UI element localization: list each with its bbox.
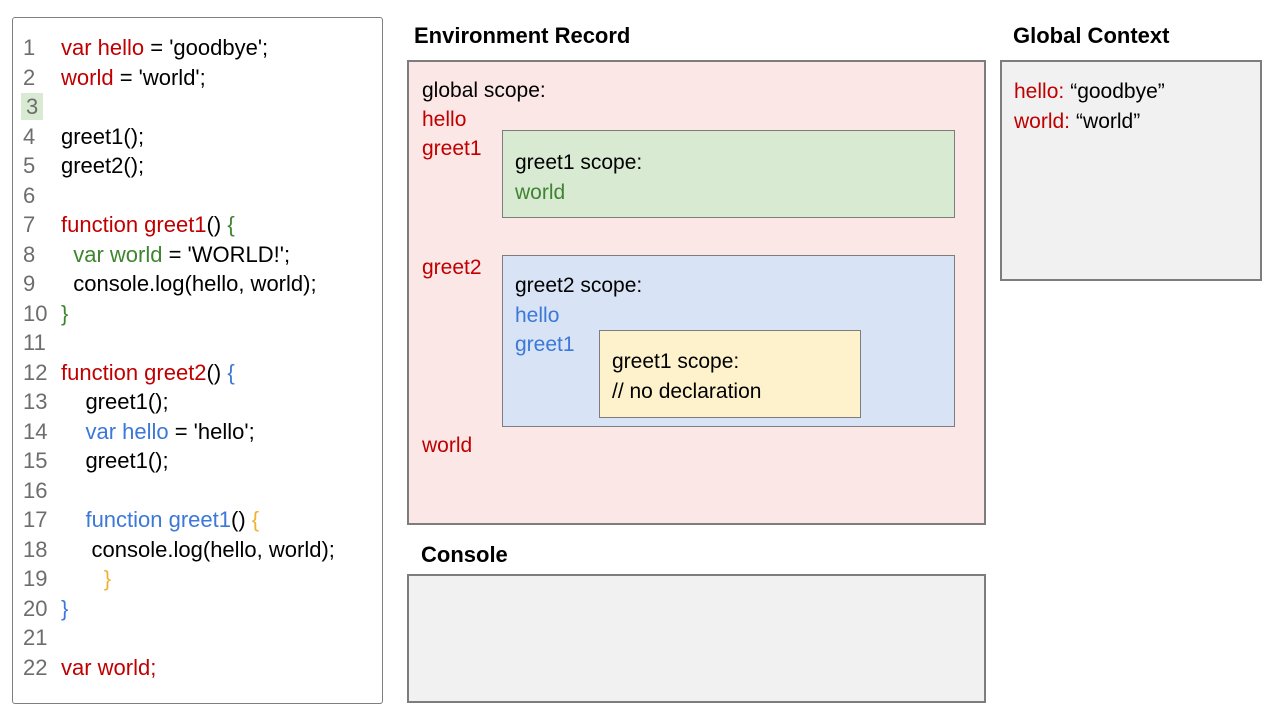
line-number: 22 — [23, 654, 48, 680]
greet2-scope-box: greet2 scope: hello greet1 greet1 scope:… — [502, 255, 955, 427]
code-line: 21 — [13, 623, 382, 653]
code-line: 7 function greet1() { — [13, 210, 382, 240]
code-line: 11 — [13, 328, 382, 358]
global-var-world: world — [422, 434, 473, 457]
line-number: 16 — [23, 477, 48, 503]
code-text: var hello = 'goodbye'; — [61, 35, 269, 60]
line-number: 7 — [23, 212, 36, 237]
inner-greet1-scope-label: greet1 scope: — [612, 350, 740, 373]
console-title: Console — [421, 542, 508, 567]
greet1-scope-var-world: world — [515, 180, 566, 204]
code-line: 12 function greet2() { — [13, 358, 382, 388]
line-number: 21 — [23, 625, 48, 650]
code-line: 8 var world = 'WORLD!'; — [13, 240, 382, 270]
line-number: 14 — [23, 418, 48, 444]
line-number: 19 — [23, 566, 48, 591]
code-line: 14 var hello = 'hello'; — [13, 417, 382, 447]
code-text: greet1(); — [61, 389, 169, 414]
line-number: 4 — [23, 123, 36, 149]
line-number: 1 — [23, 35, 36, 60]
global-context-title: Global Context — [1013, 23, 1170, 48]
code-line: 3 — [13, 92, 382, 122]
global-context-value-world: “world” — [1076, 109, 1141, 133]
code-text: var hello = 'hello'; — [85, 418, 255, 444]
code-text: } — [103, 566, 112, 591]
code-line: 2 world = 'world'; — [13, 63, 382, 93]
environment-record-title: Environment Record — [414, 23, 631, 48]
line-number: 5 — [23, 153, 36, 178]
code-line: 1 var hello = 'goodbye'; — [13, 33, 382, 63]
line-number: 20 — [23, 595, 48, 621]
global-var-hello: hello — [422, 108, 467, 131]
line-number: 18 — [23, 536, 48, 562]
code-line: 13 greet1(); — [13, 387, 382, 417]
code-text: console.log(hello, world); — [61, 271, 317, 296]
global-scope-box: global scope: hello greet1 greet2 world … — [407, 60, 986, 525]
code-line: 15 greet1(); — [13, 446, 382, 476]
global-context-key-hello: hello: — [1014, 80, 1065, 103]
global-context-entry-world: world:“world” — [1014, 107, 1260, 137]
code-text: function greet1() { — [85, 507, 260, 532]
global-context-box: hello:“goodbye” world:“world” — [1000, 60, 1262, 281]
global-var-greet1: greet1 — [422, 137, 482, 160]
global-context-entry-hello: hello:“goodbye” — [1014, 77, 1260, 107]
global-context-value-hello: “goodbye” — [1070, 80, 1165, 103]
inner-greet1-scope-comment: // no declaration — [612, 379, 762, 403]
code-text: } — [61, 300, 69, 326]
global-scope-label: global scope: — [422, 79, 546, 102]
greet2-scope-label: greet2 scope: — [515, 274, 643, 297]
line-number: 13 — [23, 389, 48, 414]
code-text: var world; — [61, 654, 157, 680]
code-text: var world = 'WORLD!'; — [73, 241, 291, 267]
code-line: 22 var world; — [13, 653, 382, 683]
code-text: function greet1() { — [61, 212, 235, 237]
code-line: 16 — [13, 476, 382, 506]
code-line: 17 function greet1() { — [13, 505, 382, 535]
line-number: 3 — [13, 92, 61, 122]
code-line: 6 — [13, 181, 382, 211]
code-text: greet1(); — [61, 448, 169, 473]
code-text: greet1(); — [61, 123, 145, 149]
highlighted-line-number: 3 — [21, 93, 44, 120]
line-number: 8 — [23, 241, 36, 267]
code-line: 4 greet1(); — [13, 122, 382, 152]
line-number: 11 — [23, 330, 46, 355]
greet2-scope-var-greet1: greet1 — [515, 333, 575, 356]
inner-greet1-scope-box: greet1 scope: // no declaration — [599, 330, 861, 418]
code-line: 9 console.log(hello, world); — [13, 269, 382, 299]
code-line: 19 } — [13, 564, 382, 594]
line-number: 6 — [23, 182, 36, 208]
console-output-box — [407, 574, 986, 703]
code-line: 5 greet2(); — [13, 151, 382, 181]
line-number: 15 — [23, 448, 48, 473]
greet1-scope-label: greet1 scope: — [515, 151, 643, 174]
code-line: 20} — [13, 594, 382, 624]
line-number: 10 — [23, 300, 48, 326]
line-number: 17 — [23, 507, 48, 532]
line-number: 9 — [23, 271, 36, 296]
code-line: 10} — [13, 299, 382, 329]
code-text: function greet2() { — [61, 359, 235, 385]
line-number: 12 — [23, 359, 48, 385]
code-editor-panel: 1 var hello = 'goodbye'; 2 world = 'world';… — [12, 17, 383, 704]
code-text: } — [61, 595, 69, 621]
code-text: greet2(); — [61, 153, 145, 178]
line-number: 2 — [23, 64, 36, 90]
global-var-greet2: greet2 — [422, 256, 482, 279]
greet2-scope-var-hello: hello — [515, 303, 560, 327]
code-text: console.log(hello, world); — [61, 536, 335, 562]
greet1-scope-box: greet1 scope: world — [502, 130, 955, 218]
code-lines: 1 var hello = 'goodbye'; 2 world = 'world';… — [13, 33, 382, 682]
code-line: 18 console.log(hello, world); — [13, 535, 382, 565]
code-text: world = 'world'; — [61, 64, 206, 90]
global-context-key-world: world: — [1014, 109, 1071, 133]
